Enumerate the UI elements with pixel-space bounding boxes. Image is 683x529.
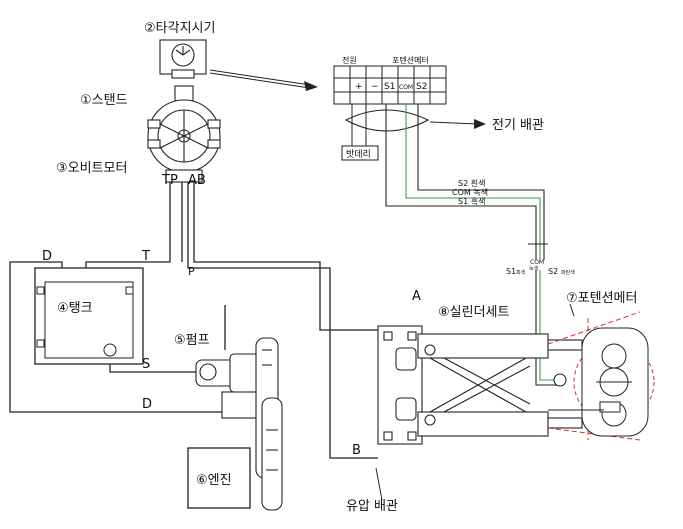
cylinder-lower [417, 411, 549, 437]
terminal-cell-s2: S2 [416, 82, 427, 92]
hydraulic-label-lead [375, 467, 383, 501]
wire-s2: S2 흰색 [458, 178, 485, 188]
tank-bolt-tr [125, 286, 134, 295]
label-cylinder-set: ⑧실린더세트 [438, 305, 509, 320]
port-s: S [142, 357, 150, 372]
port-ab: AB [188, 173, 206, 188]
terminal-header-pot: 포텐션메터 [392, 55, 429, 65]
label-electric-piping: 전기 배관 [492, 118, 544, 133]
wire-s2-bottom: S2 [548, 267, 558, 276]
pot-center [553, 373, 567, 387]
wire-s2-bottom-color: 파란색 [561, 269, 575, 276]
cylinder-set [377, 325, 583, 445]
orbit-motor-base [165, 169, 203, 183]
terminal-cell-plus: + [355, 82, 363, 92]
pot-label-lead [569, 303, 575, 317]
wire-s1-bottom: S1 [506, 267, 516, 276]
port-tp: TP [161, 173, 178, 188]
pipe-t-line [85, 182, 171, 268]
port-b: B [352, 443, 361, 458]
terminal-block [333, 65, 447, 105]
tank-inner [44, 281, 134, 359]
wire-s1-bottom-color: 흑색 [516, 269, 526, 276]
tank-bolt-bl [36, 339, 45, 348]
pump-assembly [195, 337, 283, 511]
wire-com: COM 녹색 [452, 187, 488, 197]
battery-loop [341, 104, 430, 161]
port-d-top: D [42, 249, 52, 264]
label-battery: 밧데리 [346, 149, 371, 160]
wire-com-small-color: 녹색 [529, 265, 539, 272]
terminal-header-power: 전원 [342, 55, 357, 65]
signal-wires [385, 104, 560, 386]
tach-arrow [304, 81, 318, 91]
battery-box [341, 145, 379, 161]
elec-label-lead [429, 121, 479, 125]
label-potentiometer: ⑦포텐션메터 [566, 291, 637, 306]
tank-body [34, 267, 144, 365]
label-tank: ④탱크 [57, 301, 93, 316]
rudder-linkage [547, 311, 655, 441]
label-engine: ⑥엔진 [196, 473, 232, 488]
tank-bolt-tl [36, 286, 45, 295]
wire-com-small: COM [530, 259, 544, 266]
elec-arrow [474, 119, 486, 129]
pump-base [221, 391, 259, 419]
terminal-cell-s1: S1 [384, 82, 395, 92]
label-stand: ①스탠드 [80, 93, 128, 108]
tachometer-indicator [159, 39, 207, 79]
engine [187, 447, 251, 509]
pipe-b-line [187, 182, 378, 459]
terminal-frame [333, 65, 447, 105]
pulley-2 [261, 397, 283, 511]
tank-cap [103, 343, 117, 357]
cable-lens [344, 109, 430, 132]
label-tachometer: ②타각지시기 [144, 21, 215, 36]
port-t: T [141, 249, 150, 264]
port-p: P [188, 265, 195, 278]
tank [34, 267, 144, 365]
port-a: A [412, 289, 421, 304]
label-orbit-motor: ③오비트모터 [56, 161, 127, 176]
tach-lead-2 [209, 72, 311, 89]
tach-lead-1 [209, 69, 311, 86]
helm-stand [147, 85, 221, 183]
terminal-cell-minus: − [371, 82, 379, 92]
pump-port [199, 363, 217, 381]
port-d-bottom: D [142, 397, 152, 412]
cylinder-mount [377, 325, 423, 445]
terminal-cell-com: COM [399, 84, 413, 91]
engine-body [187, 447, 251, 509]
label-pump: ⑤펌프 [174, 333, 210, 348]
cylinder-upper [417, 333, 549, 359]
wire-s1: S1 흑색 [458, 196, 485, 206]
label-hydraulic-piping: 유압 배관 [346, 499, 398, 514]
pipe-a-line [193, 182, 378, 331]
